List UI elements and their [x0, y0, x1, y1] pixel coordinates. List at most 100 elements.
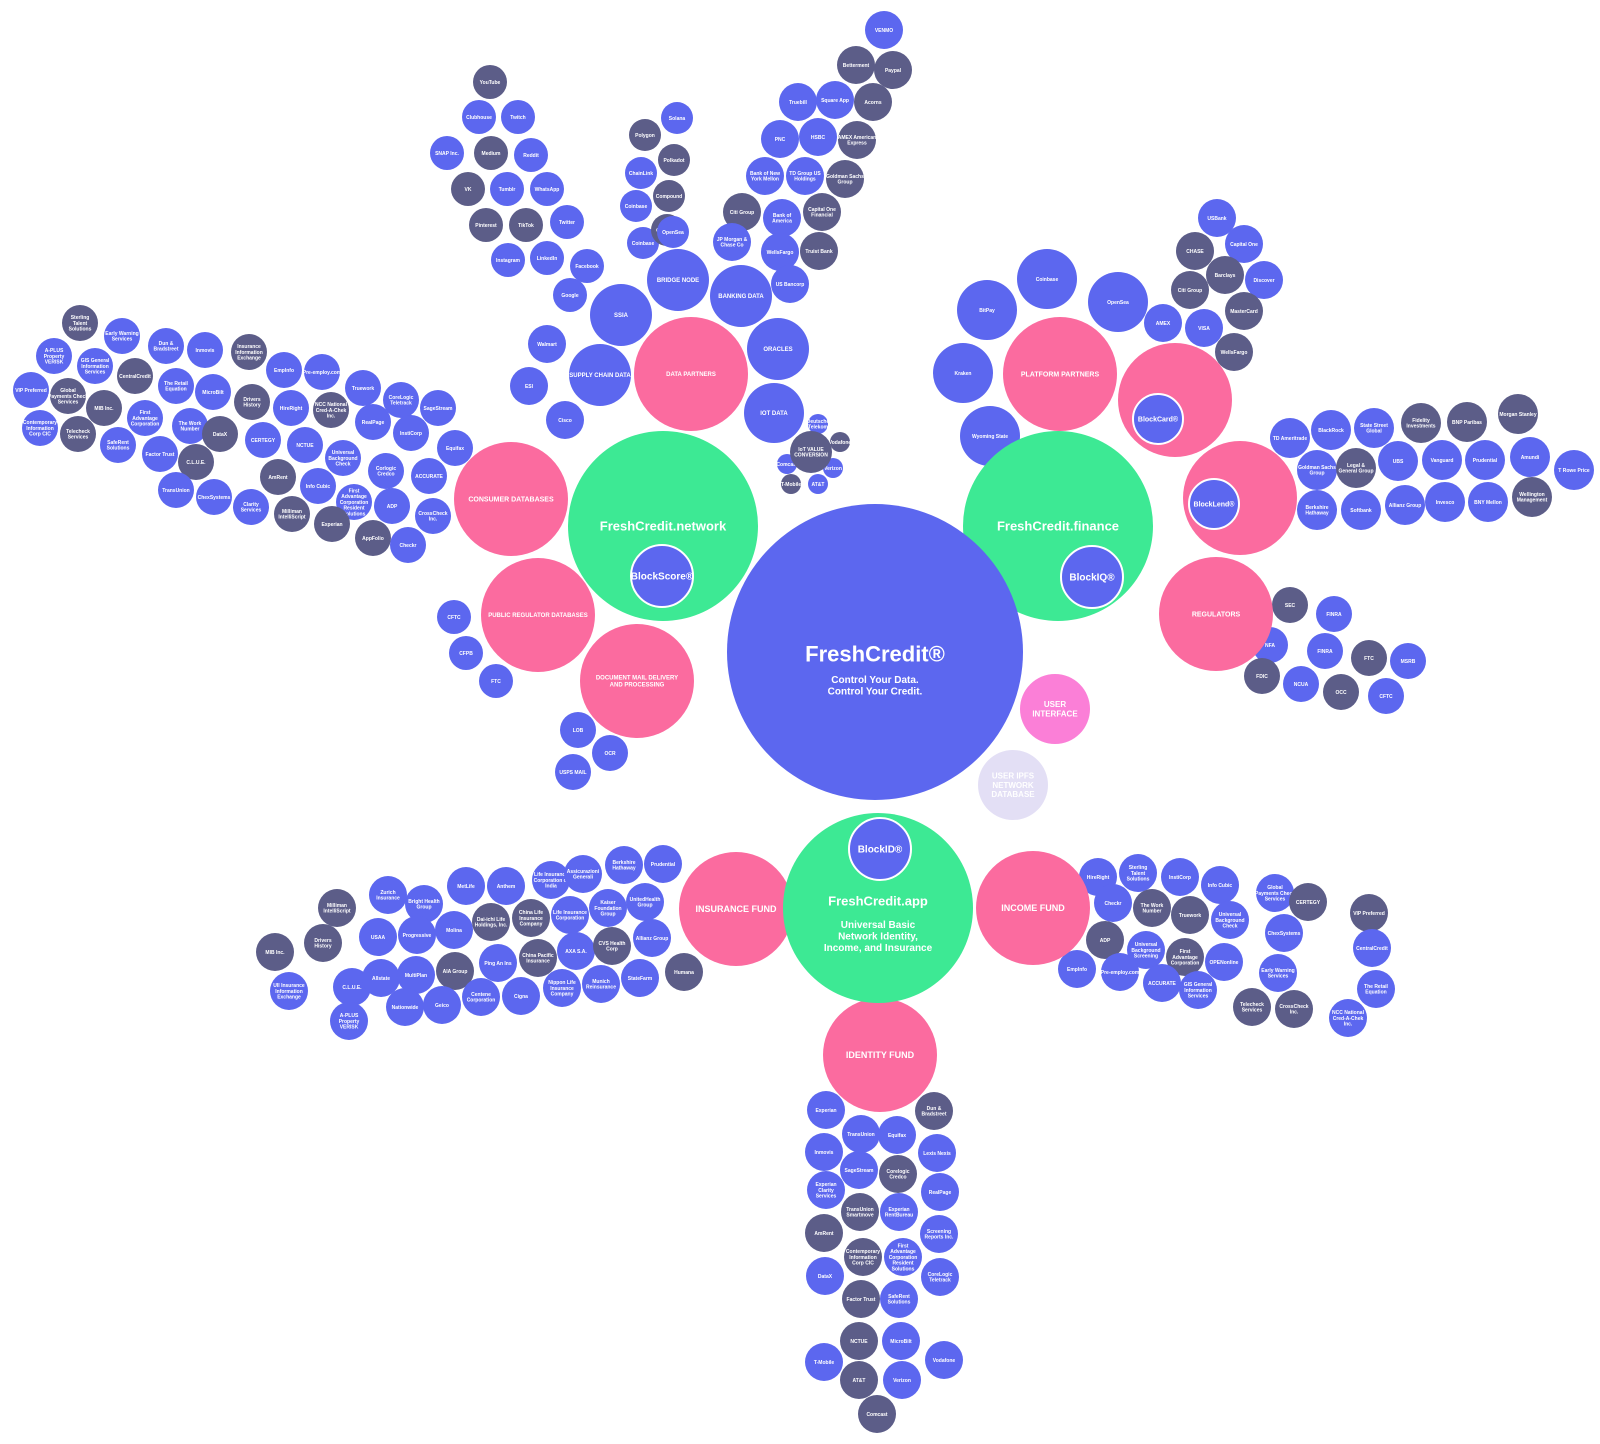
banks-node-capital-one-financial-14-circle — [803, 193, 841, 231]
banks-node-venmo-0-label: VENMO — [875, 28, 893, 34]
income-node-early-warning-services-19-circle — [1259, 954, 1297, 992]
regulators-node-msrb-5-label: MSRB — [1401, 659, 1416, 665]
consumer-node-corlogic-credco-35-circle — [368, 453, 404, 489]
insurance-node-centene-corporation-33-circle — [462, 978, 500, 1016]
insurance-node-unitedhealth-group-21-circle — [626, 883, 664, 921]
regulators-node-nfa-2-label: NFA — [1265, 643, 1275, 649]
consumer-node-experian-46-label: Experian — [321, 522, 342, 528]
income-node-ncc-national-cred-a-chek-inc-25-circle — [1329, 999, 1367, 1037]
regulators-node-ftc-4-label: FTC — [1364, 656, 1374, 662]
consumer-node-inmovis-4-circle — [187, 332, 223, 368]
supply-chain-data-node-label: SUPPLY CHAIN DATA — [569, 373, 631, 379]
freshcredit-center-circle — [727, 504, 1023, 800]
consumer-node-pre-employ-com-9-circle — [304, 354, 340, 390]
consumer-node-universal-background-check-33-circle — [325, 440, 361, 476]
banks-node-acorns-5-label: Acorns — [864, 100, 881, 106]
insurance-node-geico-32-label: Geico — [435, 1003, 449, 1009]
insurance-node-c-l-u-e-3-circle — [333, 968, 371, 1006]
user-interface-node-circle — [1020, 674, 1090, 744]
regulators-node-ncua-7-label: NCUA — [1294, 682, 1309, 688]
supply-node-walmart-0-label: Walmart — [537, 342, 557, 348]
banks-node-bank-of-new-york-mellon-9-circle — [746, 157, 784, 195]
network-hub-title: FreshCredit.network — [600, 519, 727, 534]
consumer-node-nctue-28-label: NCTUE — [296, 443, 314, 449]
iot-node-comcast-2-label: Comcast — [776, 462, 797, 468]
insurance-node-milliman-intelliscript-0-circle — [318, 889, 356, 927]
consumer-node-corelogic-teletrack-16-circle — [383, 382, 419, 418]
regulators-node-sec-0-circle — [1272, 587, 1308, 623]
insurance-node-zurich-insurance-6-circle — [369, 876, 407, 914]
insurance-node-axa-s-a-27-circle — [557, 932, 595, 970]
consumer-node-factor-trust-32-circle — [142, 436, 178, 472]
lend-node-prudential-10-label: Prudential — [1473, 458, 1498, 464]
identity-node-corelogic-teletrack-17-circle — [921, 1258, 959, 1296]
insurance-node-china-pacific-insurance-26-circle — [519, 939, 557, 977]
social-node-facebook-14-circle — [570, 249, 604, 283]
blockid-badge-circle — [848, 817, 912, 881]
lend-node-td-ameritrade-5-label: TD Ameritrade — [1273, 436, 1307, 442]
income-node-checkr-4-label: Checkr — [1105, 901, 1122, 907]
identity-node-at-t-24-circle — [840, 1361, 878, 1399]
identity-node-contemporary-information-corp-cic-14-circle — [844, 1238, 882, 1276]
consumer-node-contemporary-information-corp-cic-22-circle — [22, 410, 58, 446]
banking-data-node-circle — [710, 265, 772, 327]
social-node-whatsapp-8-label: WhatsApp — [535, 187, 560, 193]
identity-node-transunion-smartmove-10-circle — [841, 1193, 879, 1231]
social-node-twitter-11-circle — [550, 205, 584, 239]
iot-node-at-t-5-circle — [808, 474, 828, 494]
crypto-node-compound-4-label: Compound — [656, 194, 682, 200]
banks-node-hsbc-7-circle — [799, 118, 837, 156]
crypto-node-coinbase-6-label: Coinbase — [632, 241, 655, 247]
insurance-node-mib-inc-2-label: MIB Inc. — [265, 950, 285, 956]
income-node-accurate-14-circle — [1143, 964, 1181, 1002]
lend-node-invesco-16-circle — [1425, 482, 1465, 522]
consumer-node-info-cubic-37-label: Info Cubic — [306, 484, 331, 490]
consumer-node-insticorp-29-circle — [393, 415, 429, 451]
supply-chain-data-node-circle — [569, 344, 631, 406]
consumer-node-the-retail-equation-12-circle — [158, 368, 194, 404]
banks-node-betterment-1-label: Betterment — [843, 63, 870, 69]
cards-node-visa-8-label: VISA — [1198, 326, 1210, 332]
crypto-node-coinbase-5-circle — [620, 190, 652, 222]
consumer-node-vip-preferred-10-label: VIP Preferred — [15, 388, 47, 394]
cards-node-capital-one-2-circle — [1225, 225, 1263, 263]
insurance-node-molina-16-circle — [435, 911, 473, 949]
freshcredit-center-tagline: Control Your Data.Control Your Credit. — [828, 675, 923, 698]
social-node-clubhouse-1-label: Clubhouse — [466, 115, 492, 121]
regulators-node-fdic-6-circle — [1244, 658, 1280, 694]
consumer-node-c-l-u-e-34-circle — [178, 444, 214, 480]
regulators-node-cftc-9-label: CFTC — [1379, 694, 1393, 700]
insurance-node-cigna-34-circle — [502, 977, 540, 1015]
cards-node-amex-7-label: AMEX — [1156, 321, 1171, 327]
lend-node-invesco-16-label: Invesco — [1436, 500, 1455, 506]
insurance-node-allstate-22-label: Allstate — [372, 976, 390, 982]
identity-node-lexis-nexis-5-circle — [918, 1134, 956, 1172]
consumer-node-clarity-services-43-circle — [233, 489, 269, 525]
lend-node-td-ameritrade-5-circle — [1270, 418, 1310, 458]
crypto-node-polkadot-2-label: Polkadot — [663, 158, 684, 164]
social-node-snap-inc-3-circle — [430, 136, 464, 170]
regulators-node-finra-1-circle — [1316, 596, 1352, 632]
lend-node-softbank-14-label: Softbank — [1350, 508, 1372, 514]
identity-node-experian-0-circle — [807, 1091, 845, 1129]
lend-node-allianz-group-15-label: Allianz Group — [1389, 503, 1422, 509]
consumer-node-empinfo-8-label: EmpInfo — [274, 368, 294, 374]
consumer-node-realpage-24-circle — [355, 404, 391, 440]
cards-node-usbank-0-circle — [1198, 199, 1236, 237]
consumer-node-c-l-u-e-34-label: C.L.U.E. — [186, 460, 206, 466]
identity-node-comcast-26-label: Comcast — [866, 1412, 887, 1418]
public-regulator-databases-node-label: PUBLIC REGULATOR DATABASES — [488, 613, 588, 619]
mail-node-usps-mail-2-label: USPS MAIL — [559, 770, 586, 776]
consumer-node-hireright-19-label: HireRight — [280, 406, 303, 412]
blockcard-badge-circle — [1132, 393, 1184, 445]
cards-node-capital-one-2-label: Capital One — [1230, 242, 1258, 248]
iot-node-t-mobile-4-circle — [781, 474, 801, 494]
